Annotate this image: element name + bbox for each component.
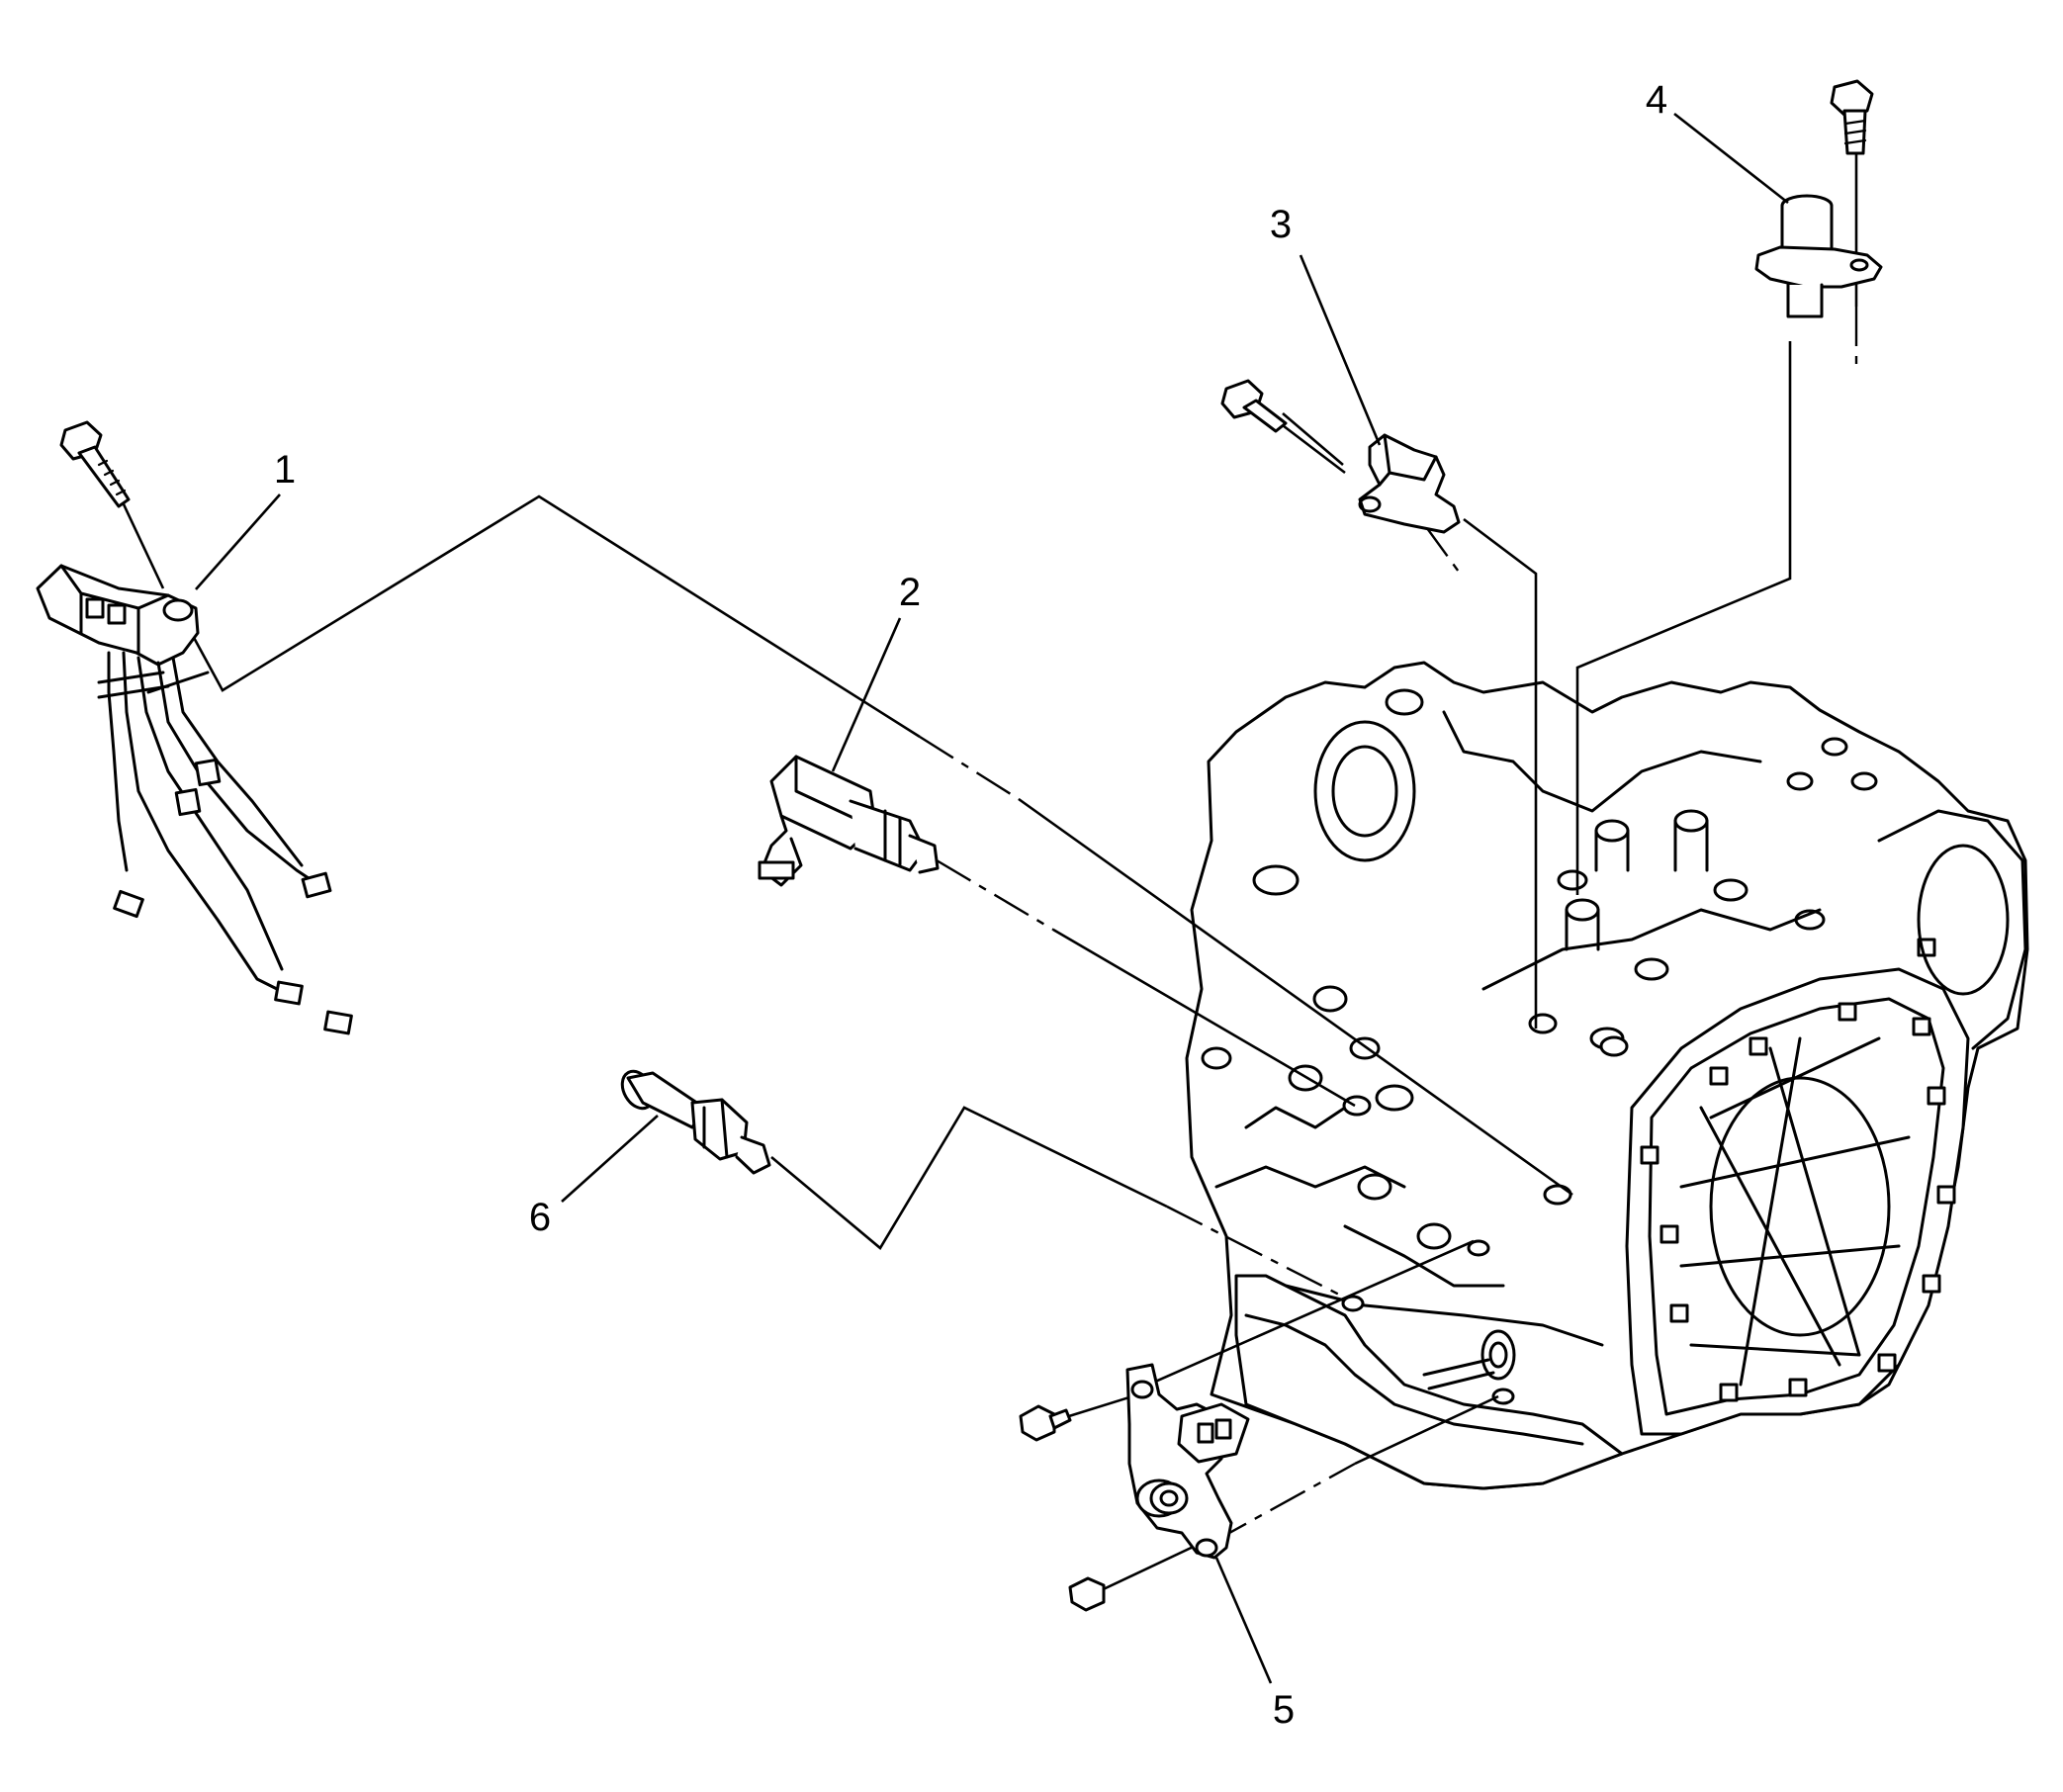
part-3-speed-sensor [1220, 379, 1461, 534]
callout-6: 6 [529, 1196, 551, 1239]
callout-5-leader [1214, 1557, 1273, 1684]
callout-3: 3 [1270, 203, 1292, 246]
callout-5: 5 [1273, 1688, 1295, 1732]
callout-6-leader [561, 1115, 659, 1203]
sensor-3-bolt [1220, 379, 1288, 433]
switch-upper-bolt [1019, 1404, 1072, 1442]
callout-3-leader [1299, 254, 1382, 446]
cover-bolts [1640, 938, 1956, 1402]
callout-labels: 1 2 3 4 5 6 [195, 78, 1789, 1732]
switch-lower-bolt [1068, 1576, 1106, 1612]
callout-4-leader [1673, 112, 1789, 205]
harness-bolt [59, 420, 131, 508]
callout-4: 4 [1646, 78, 1667, 122]
callout-1-leader [195, 493, 281, 590]
transmission-assembly [1185, 661, 2029, 1490]
callout-1: 1 [274, 448, 296, 492]
sensor-4-bolt [1830, 79, 1874, 155]
part-4-speed-sensor [1754, 79, 1883, 318]
part-5-range-switch [1019, 1363, 1250, 1612]
part-6-fitting [620, 1069, 771, 1175]
part-1-wiring-harness [36, 420, 353, 1035]
part-2-solenoid [758, 755, 940, 887]
callout-2-leader [831, 617, 902, 772]
installation-guide-lines [115, 143, 1858, 1596]
callout-2: 2 [899, 571, 921, 614]
valve-body-bosses [1557, 737, 1878, 1050]
